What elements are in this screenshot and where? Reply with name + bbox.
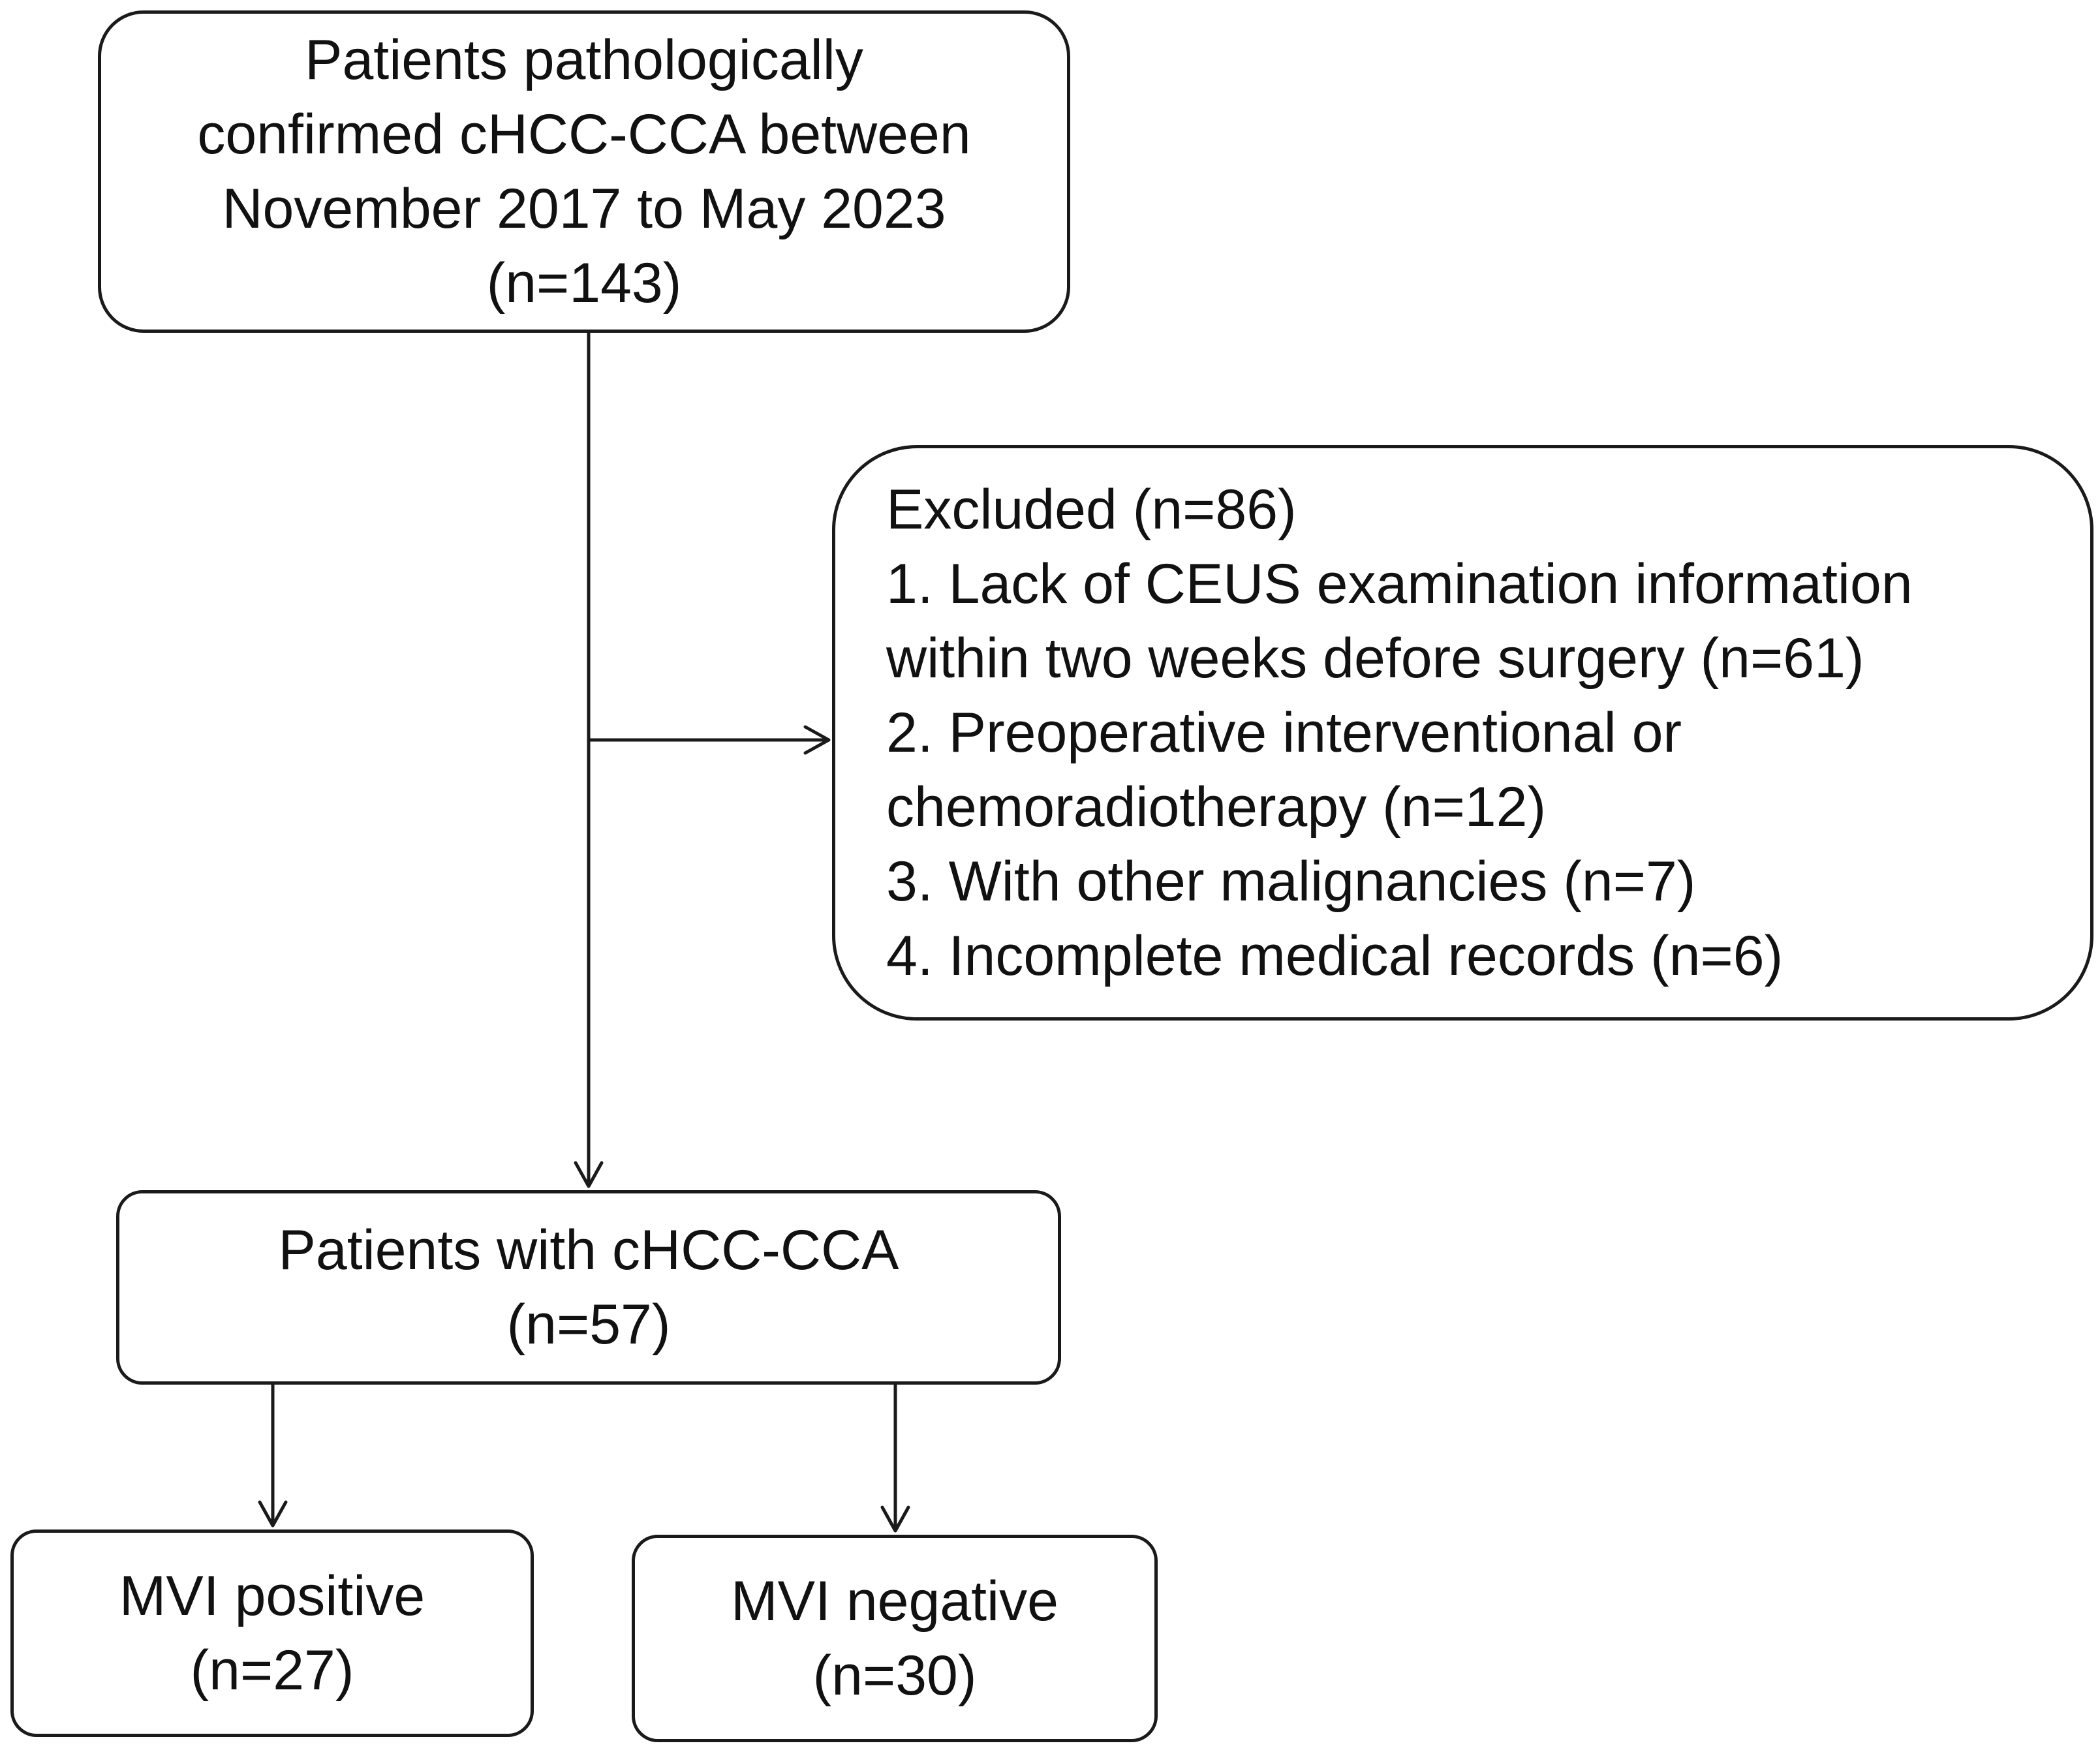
- box-patients-confirmed-line-2: confirmed cHCC-CCA between: [197, 103, 971, 166]
- arrowhead-to-excluded-box: [803, 725, 831, 755]
- box-patients-confirmed-count: (n=143): [486, 252, 682, 315]
- arrowhead-to-mvi-negative: [880, 1505, 910, 1533]
- box-mvi-negative: MVI negative (n=30): [632, 1535, 1158, 1742]
- excluded-reason-3: 3. With other malignancies (n=7): [886, 850, 1696, 913]
- arrowhead-to-mvi-positive: [258, 1500, 288, 1528]
- arrowhead-to-middle-box: [574, 1161, 604, 1188]
- box-excluded: Excluded (n=86) 1. Lack of CEUS examinat…: [832, 445, 2093, 1021]
- excluded-reason-2-line-2: chemoradiotherapy (n=12): [886, 776, 1547, 838]
- box-mvi-negative-count: (n=30): [812, 1644, 977, 1707]
- box-mvi-negative-label: MVI negative: [731, 1570, 1058, 1633]
- box-mvi-positive-label: MVI positive: [119, 1565, 425, 1627]
- box-patients-with-chcc-cca: Patients with cHCC-CCA (n=57): [116, 1190, 1061, 1385]
- box-patients-confirmed-line-3: November 2017 to May 2023: [222, 177, 946, 240]
- excluded-reason-2-line-1: 2. Preoperative interventional or: [886, 701, 1682, 764]
- box-patients-with-chcc-cca-label: Patients with cHCC-CCA: [278, 1219, 899, 1282]
- box-patients-confirmed-line-1: Patients pathologically: [305, 29, 863, 91]
- box-patients-confirmed: Patients pathologically confirmed cHCC-C…: [98, 10, 1070, 333]
- excluded-heading: Excluded (n=86): [886, 478, 1297, 541]
- excluded-reason-1-line-1: 1. Lack of CEUS examination information: [886, 553, 1913, 615]
- box-patients-with-chcc-cca-count: (n=57): [506, 1293, 671, 1356]
- excluded-reason-1-line-2: within two weeks defore surgery (n=61): [886, 627, 1864, 690]
- excluded-reason-4: 4. Incomplete medical records (n=6): [886, 925, 1783, 987]
- box-mvi-positive-count: (n=27): [190, 1639, 354, 1702]
- box-mvi-positive: MVI positive (n=27): [10, 1529, 534, 1737]
